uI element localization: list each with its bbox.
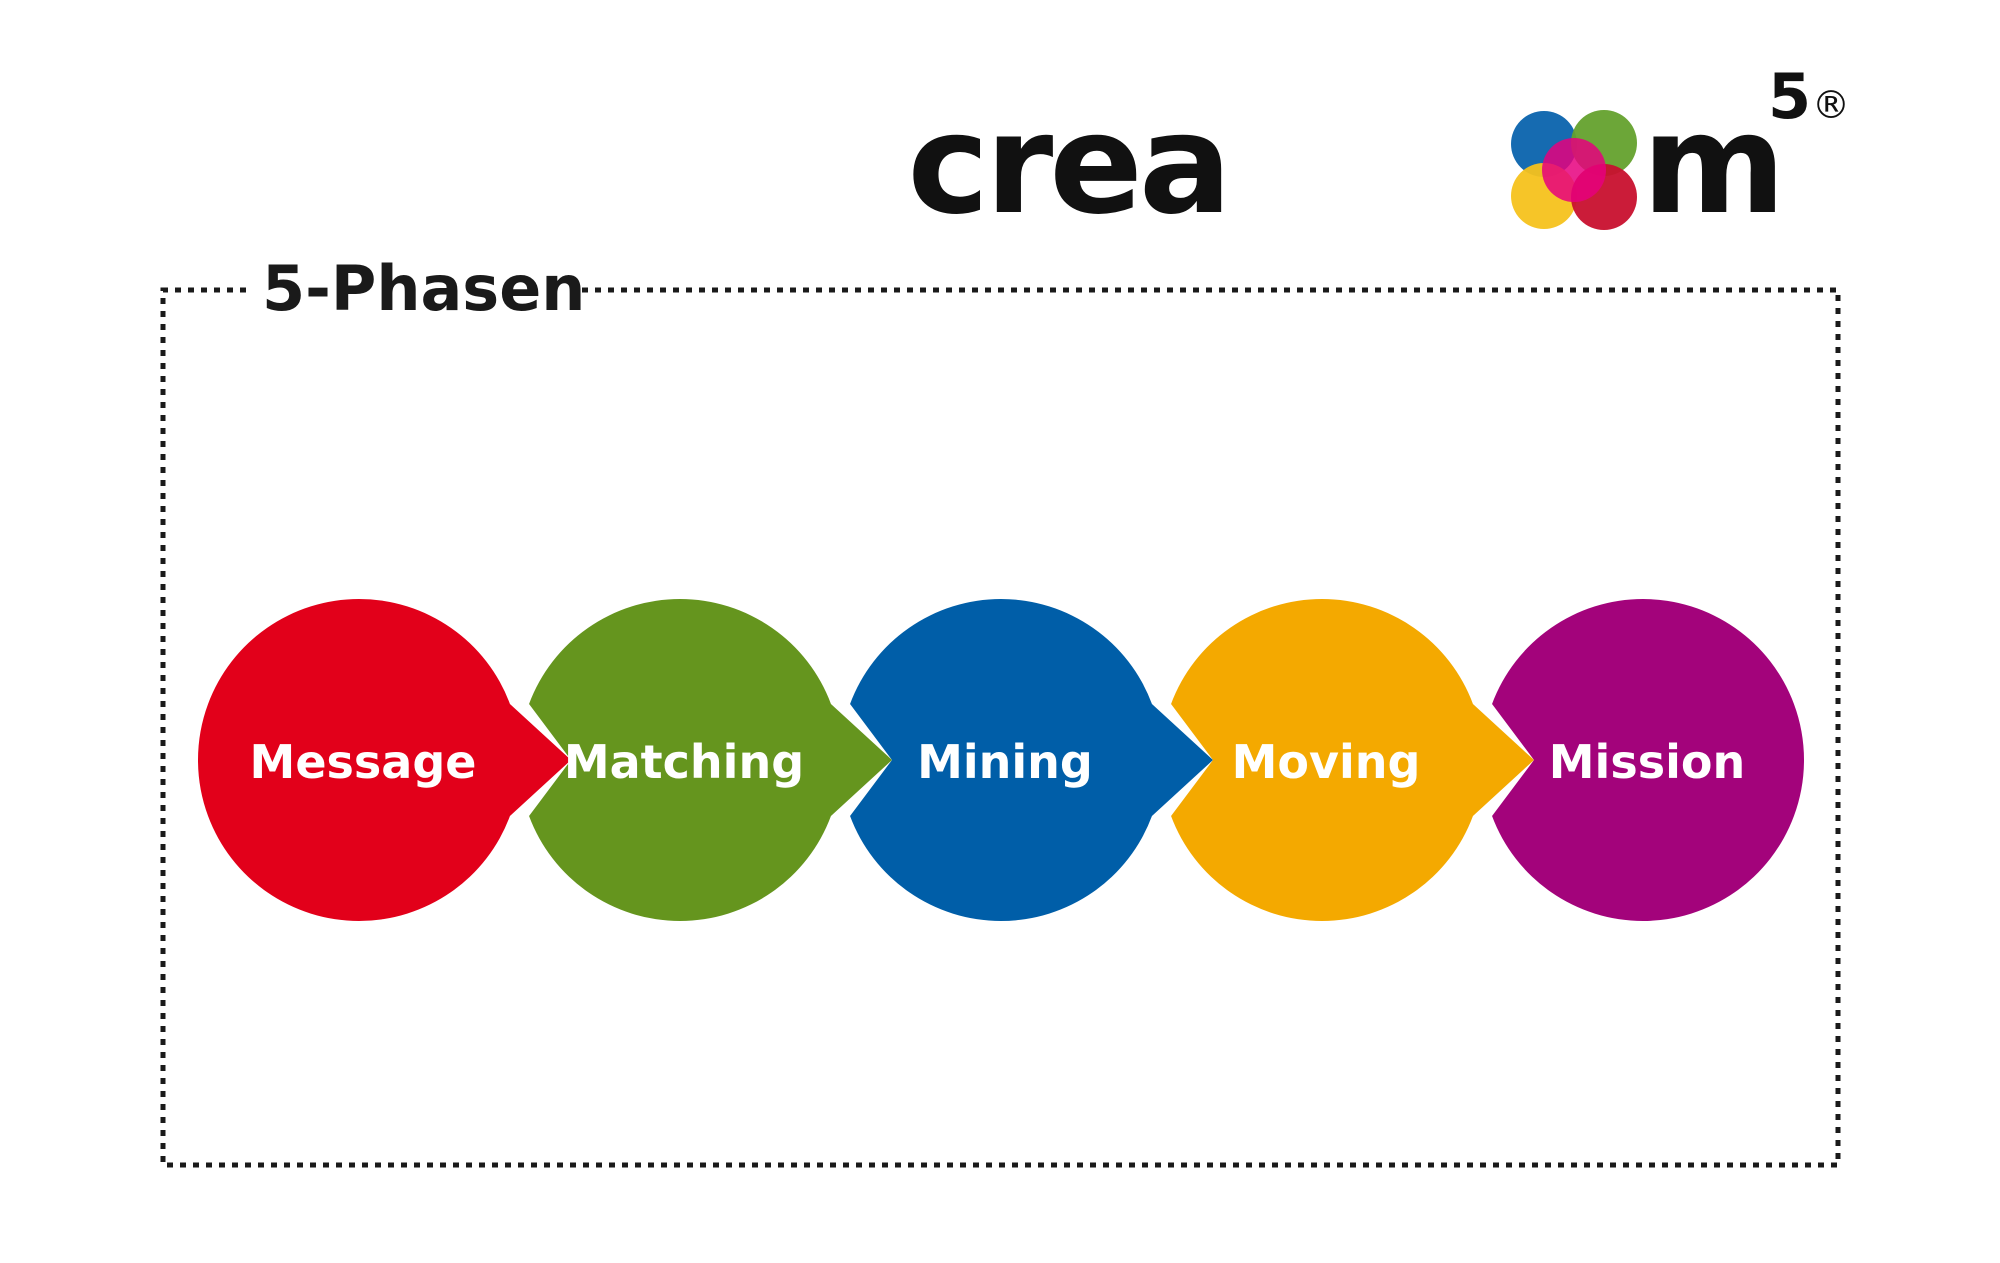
phase-label-mission: Mission [1549, 735, 1745, 789]
phase-shape-moving [1171, 598, 1534, 922]
phase-moving: Moving [1171, 598, 1534, 922]
phase-matching: Matching [529, 598, 892, 922]
logo-superscript-5: 5 [1768, 60, 1811, 133]
phase-message: Message [198, 599, 571, 922]
logo-text-crea: crea [907, 84, 1228, 245]
phase-shape-mission [1492, 599, 1805, 922]
logo-registered-mark: ® [1812, 83, 1850, 127]
frame-title: 5-Phasen [262, 252, 585, 325]
phase-label-mining: Mining [917, 735, 1093, 789]
logo-blob-icon [1511, 110, 1637, 230]
phase-shape-message [198, 599, 571, 922]
logo-blob-pink [1542, 138, 1606, 202]
phase-mining: Mining [850, 599, 1213, 922]
creaom5-logo: crea m 5 ® [907, 60, 1850, 245]
phase-shape-mining [850, 599, 1213, 922]
phase-sequence: Message Matching Mining Moving Mission [198, 598, 1805, 922]
logo-text-m: m [1642, 84, 1786, 245]
phase-label-matching: Matching [564, 735, 804, 789]
dotted-frame-border [160, 287, 1841, 1168]
phase-mission: Mission [1492, 599, 1805, 922]
phase-label-moving: Moving [1232, 735, 1421, 789]
phase-label-message: Message [250, 735, 477, 789]
phase-shape-matching [529, 598, 892, 922]
